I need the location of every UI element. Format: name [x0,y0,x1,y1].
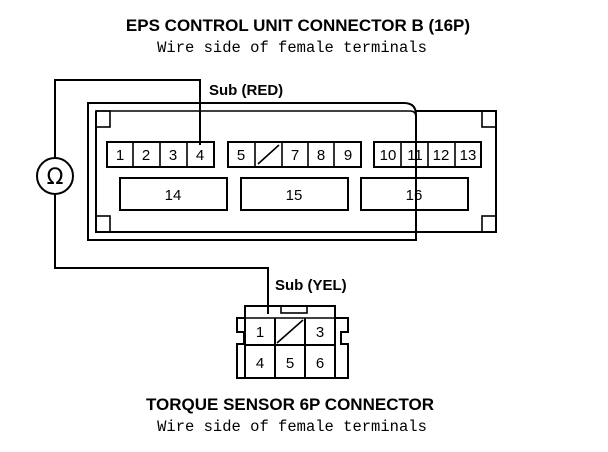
pin-4: 4 [196,147,204,164]
torque-pin-4: 4 [256,355,264,372]
pin-16: 16 [406,187,423,204]
blank-terminal-slash [276,319,304,344]
torque-sensor-title: TORQUE SENSOR 6P CONNECTOR [146,395,434,414]
torque-sensor-connector: 1 3 4 5 6 [236,305,349,379]
ohmmeter-wiring: Ω [36,79,269,314]
pin-9: 9 [344,147,352,164]
pin-5: 5 [237,147,245,164]
pin-14: 14 [165,187,182,204]
torque-pin-6: 6 [316,355,324,372]
pin-1: 1 [116,147,124,164]
torque-pin-3: 3 [316,324,324,341]
pin-8: 8 [317,147,325,164]
ohm-symbol: Ω [47,165,64,190]
torque-pin-1: 1 [256,324,264,341]
pin-11: 11 [407,147,423,164]
pin-13: 13 [460,147,477,164]
torque-pin-5: 5 [286,355,294,372]
connector-b-title: EPS CONTROL UNIT CONNECTOR B (16P) [126,16,470,35]
ohmmeter-icon [36,157,74,195]
eps-control-unit-connector: 1 2 3 4 5 7 8 9 10 11 12 13 14 15 16 [87,102,497,241]
pin-7: 7 [291,147,299,164]
connector-b-subtitle: Wire side of female terminals [157,39,427,57]
pin-10: 10 [380,147,397,164]
torque-sensor-subtitle: Wire side of female terminals [157,418,427,436]
pin-15: 15 [286,187,303,204]
blank-terminal-slash [257,144,280,165]
pin-3: 3 [169,147,177,164]
sub-red-label: Sub (RED) [209,82,283,99]
pin-2: 2 [142,147,150,164]
pin-12: 12 [433,147,450,164]
sub-yel-label: Sub (YEL) [275,277,347,294]
